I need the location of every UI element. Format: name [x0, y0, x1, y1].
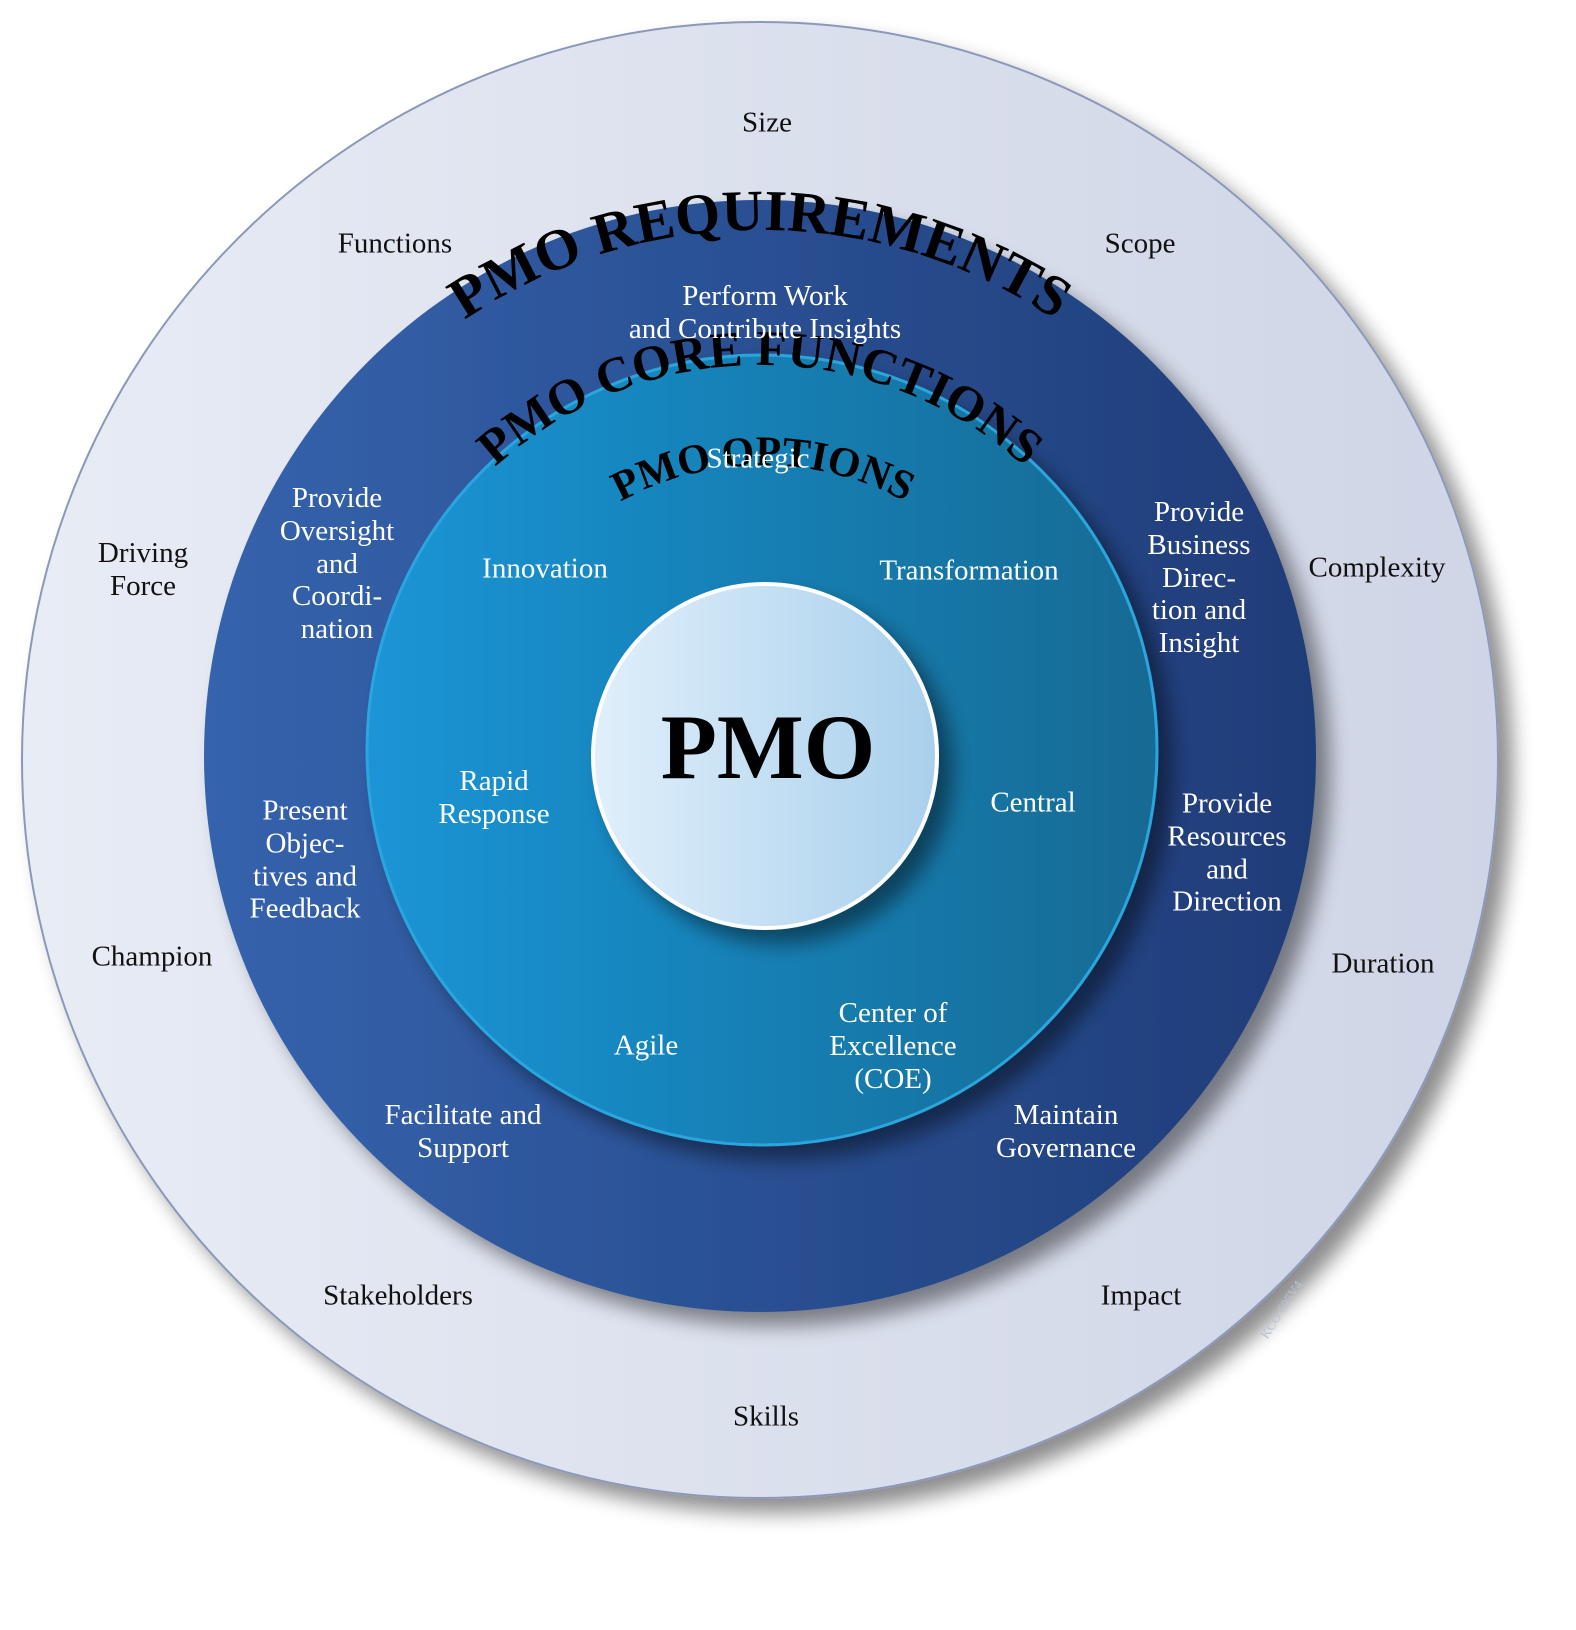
requirement-functions: Functions	[337, 227, 453, 260]
option-transformation: Transformation	[879, 554, 1059, 587]
requirement-skills: Skills	[732, 1400, 800, 1433]
core-function-oversight-coordination: Provide Oversight and Coordi- nation	[279, 482, 395, 646]
core-function-perform-work: Perform Work and Contribute Insights	[628, 280, 902, 345]
requirement-stakeholders: Stakeholders	[323, 1279, 473, 1312]
requirement-scope: Scope	[1104, 227, 1176, 260]
requirement-size: Size	[742, 106, 792, 139]
option-innovation: Innovation	[482, 552, 608, 585]
option-rapid-response: Rapid Response	[438, 765, 550, 830]
requirement-impact: Impact	[1100, 1279, 1182, 1312]
option-strategic: Strategic	[706, 442, 810, 475]
core-function-resources-direction: Provide Resources and Direction	[1167, 787, 1287, 918]
core-function-facilitate-support: Facilitate and Support	[384, 1099, 542, 1164]
requirement-duration: Duration	[1331, 947, 1435, 980]
core-function-present-objectives: Present Objec- tives and Feedback	[249, 794, 361, 925]
requirement-driving-force: Driving Force	[97, 537, 189, 602]
center-label: PMO	[660, 696, 876, 798]
requirement-champion: Champion	[91, 940, 213, 973]
core-function-business-direction: Provide Business Direc- tion and Insight	[1147, 496, 1251, 660]
core-function-maintain-governance: Maintain Governance	[995, 1099, 1137, 1164]
option-center-of-excellence: Center of Excellence (COE)	[829, 996, 957, 1095]
option-central: Central	[990, 786, 1076, 819]
option-agile: Agile	[613, 1029, 679, 1062]
requirement-complexity: Complexity	[1308, 551, 1446, 584]
center-circle	[591, 582, 939, 930]
